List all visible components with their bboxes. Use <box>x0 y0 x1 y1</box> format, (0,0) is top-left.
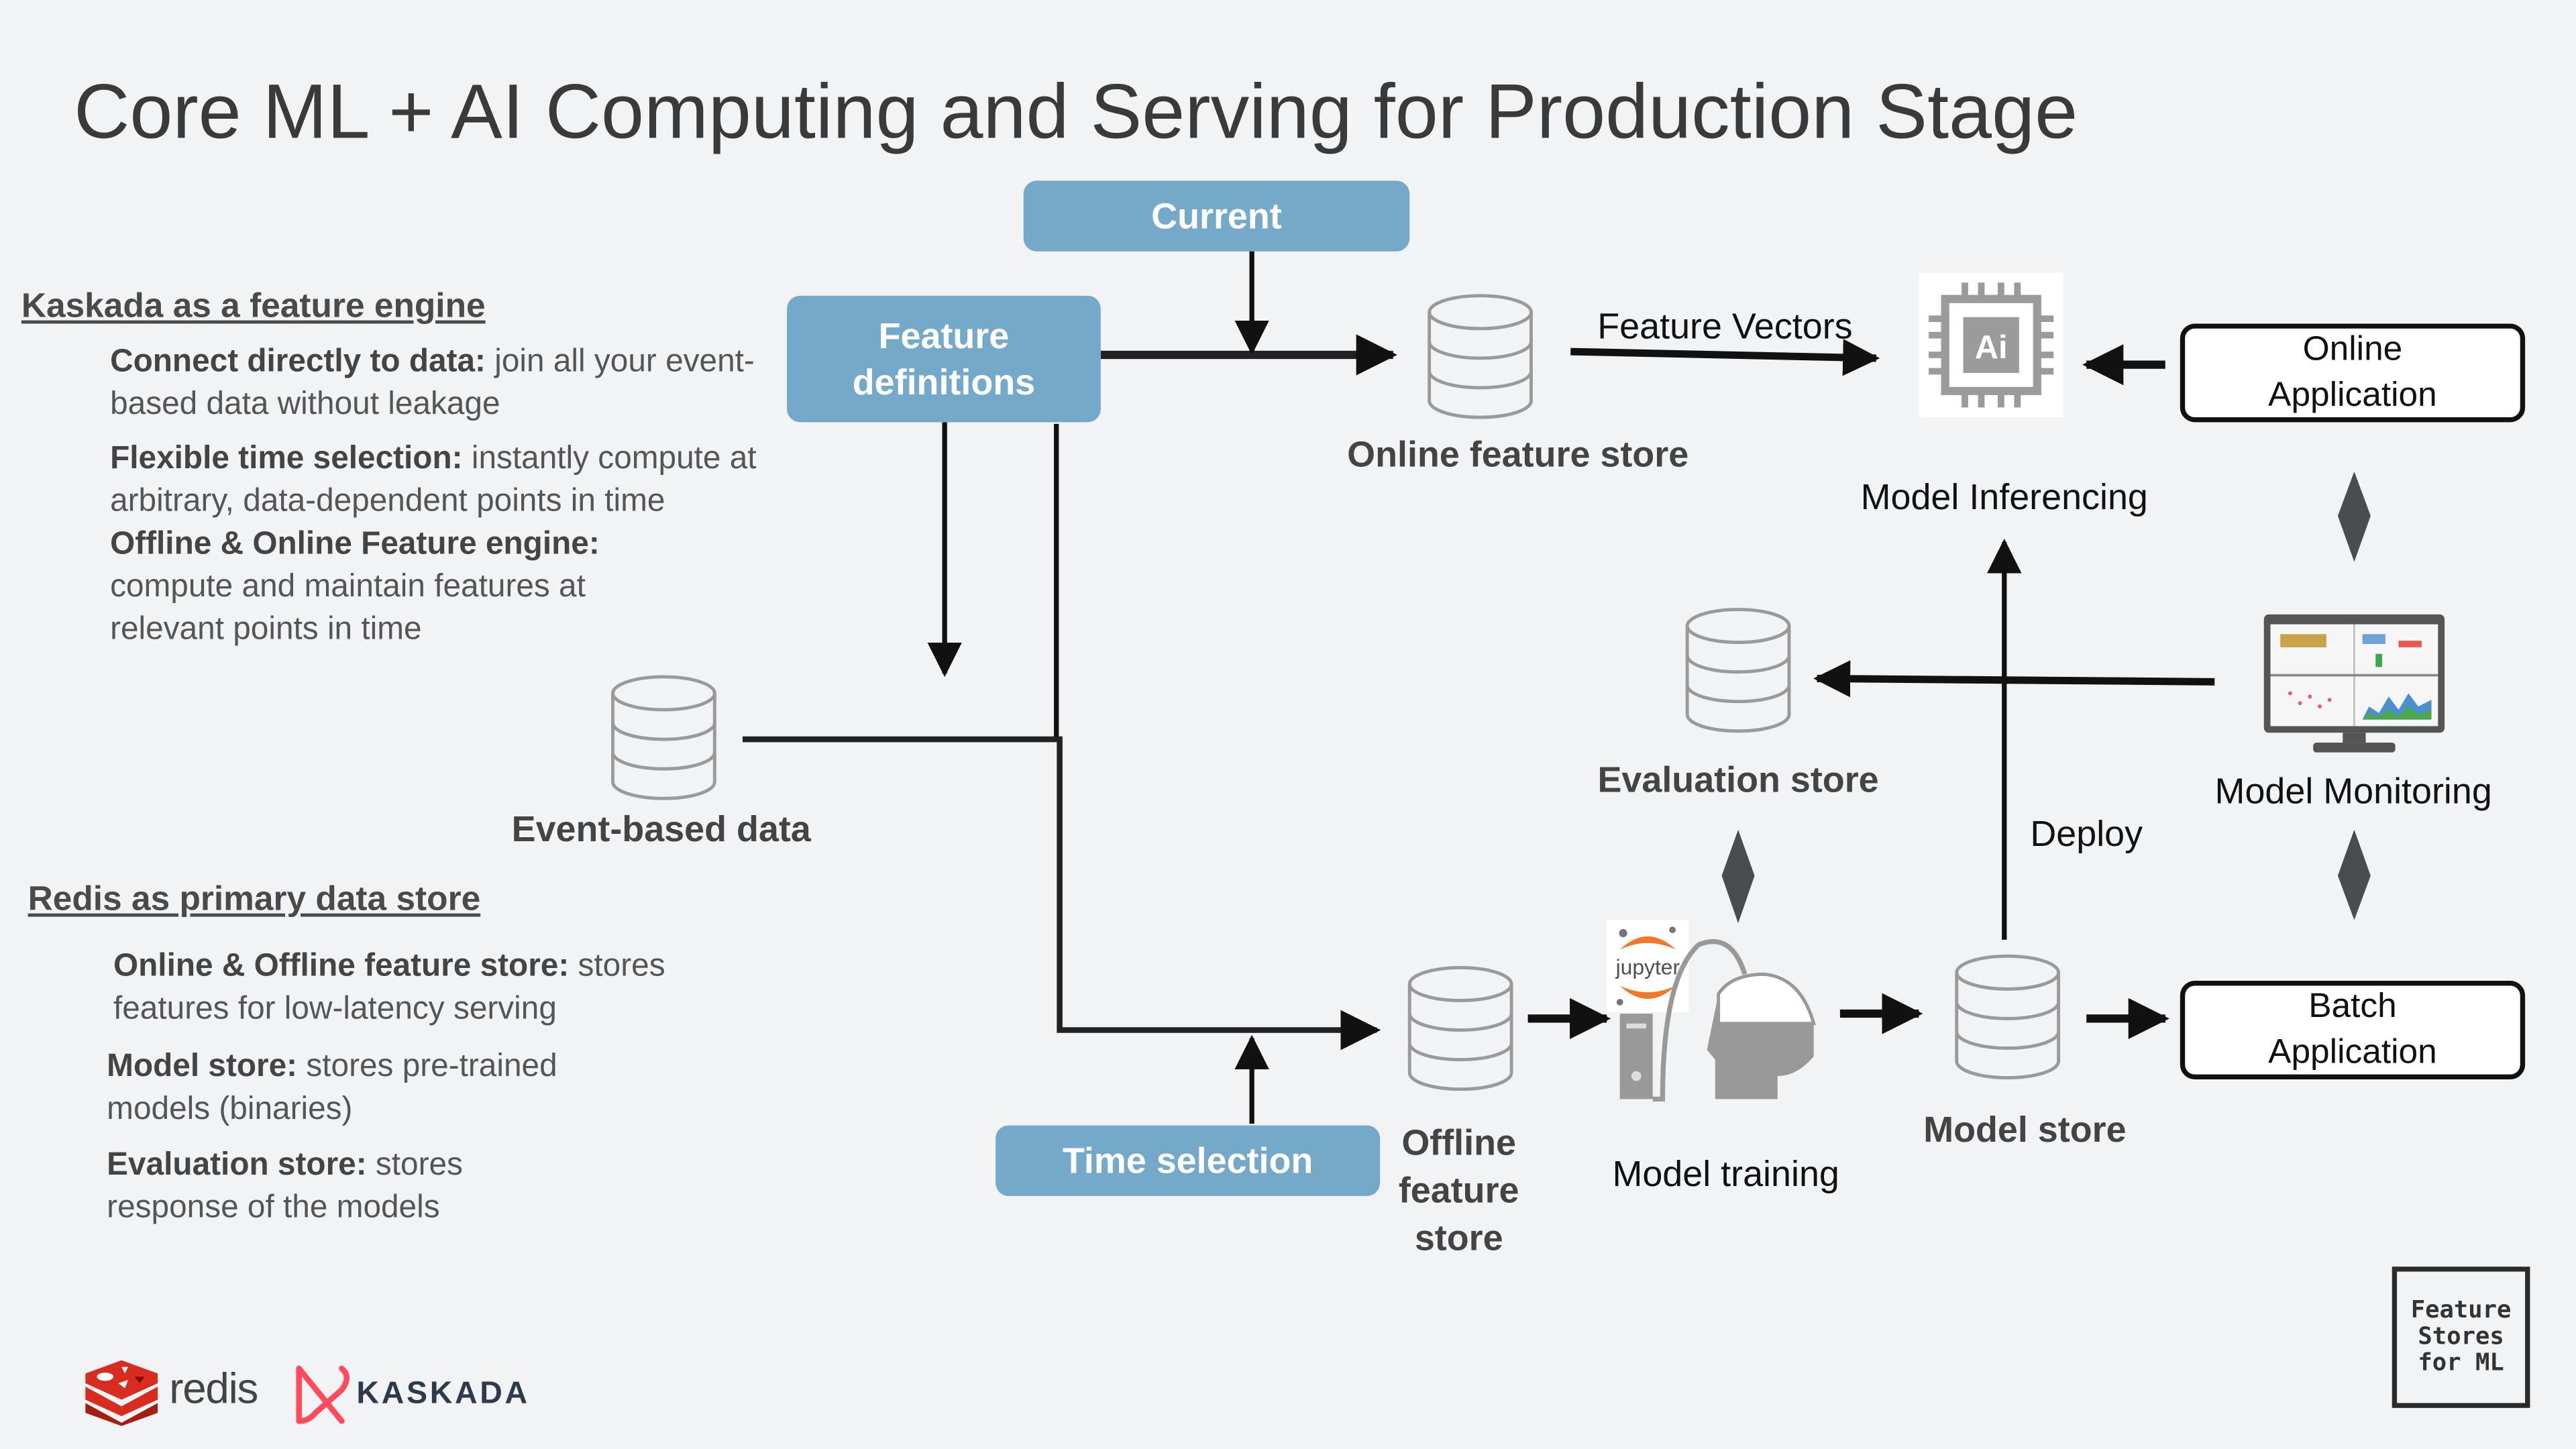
model-monitoring-label: Model Monitoring <box>2214 770 2492 812</box>
bidirectional-arrow-eval-training <box>1721 829 1755 924</box>
event-data-database-icon <box>611 675 716 800</box>
bullet-text: instantly compute at arbitrary, data-dep… <box>110 440 757 519</box>
bullet-title: Offline & Online Feature engine: <box>110 525 600 562</box>
redis-bullet-1: Online & Offline feature store: stores f… <box>113 945 771 1030</box>
connector-event-to-offline <box>742 736 1381 1051</box>
offline-feature-store-database-icon <box>1407 966 1513 1091</box>
bullet-title: Flexible time selection: <box>110 440 463 477</box>
bullet-text: compute and maintain features at relevan… <box>110 568 586 647</box>
feature-definitions-button[interactable]: Feature definitions <box>787 295 1101 423</box>
jupyter-icon: jupyter <box>1615 926 1680 1006</box>
evaluation-store-label: Evaluation store <box>1597 759 1879 800</box>
bullet-text: stores features for low-latency serving <box>113 948 665 1027</box>
event-based-data-label: Event-based data <box>511 808 811 850</box>
kaskada-logo-text: KASKADA <box>356 1377 530 1411</box>
feature-stores-for-ml-badge: Feature Stores for ML <box>2392 1267 2530 1408</box>
redis-heading: Redis as primary data store <box>28 880 481 918</box>
bullet-title: Model store: <box>107 1048 298 1085</box>
bullet-title: Online & Offline feature store: <box>113 948 570 984</box>
online-feature-store-label: Online feature store <box>1347 433 1689 475</box>
kaskada-bullet-1: Connect directly to data: join all your … <box>110 340 816 425</box>
bidirectional-arrow-monitoring-batch <box>2337 829 2371 920</box>
bullet-text: join all your event-based data without l… <box>110 343 755 423</box>
kaskada-bullet-2: Flexible time selection: instantly compu… <box>110 437 816 522</box>
monitor-dashboard-icon <box>2263 614 2445 753</box>
redis-bullet-3: Evaluation store: stores response of the… <box>107 1144 534 1229</box>
redis-bullet-2: Model store: stores pre-trained models (… <box>107 1045 633 1130</box>
model-store-label: Model store <box>1923 1109 2127 1150</box>
batch-application-box[interactable]: Batch Application <box>2180 981 2526 1079</box>
badge-line: for ML <box>2418 1350 2504 1377</box>
redis-logo-text: redis <box>169 1363 258 1413</box>
jupyter-text: jupyter <box>1615 955 1680 979</box>
model-store-database-icon <box>1955 954 2061 1079</box>
ai-chip-text: Ai <box>1975 329 2008 366</box>
bullet-title: Connect directly to data: <box>110 343 486 380</box>
kaskada-bullet-3: Offline & Online Feature engine: compute… <box>110 523 669 651</box>
evaluation-store-database-icon <box>1685 608 1791 733</box>
online-application-box[interactable]: Online Application <box>2180 323 2526 423</box>
model-training-label: Model training <box>1612 1153 1839 1195</box>
bullet-title: Evaluation store: <box>107 1146 367 1183</box>
badge-line: Stores <box>2418 1324 2504 1351</box>
slide-title: Core ML + AI Computing and Serving for P… <box>74 67 2078 155</box>
deploy-label: Deploy <box>2030 813 2143 855</box>
badge-line: Feature <box>2410 1297 2512 1324</box>
data-scientist-computer-icon <box>1619 939 1816 1102</box>
kaskada-heading: Kaskada as a feature engine <box>21 287 486 325</box>
online-feature-store-database-icon <box>1428 294 1533 419</box>
current-button[interactable]: Current <box>1023 180 1410 252</box>
arrow-monitoring-to-eval <box>1813 660 2215 698</box>
bidirectional-arrow-online-app-monitoring <box>2337 471 2371 562</box>
jupyter-logo: jupyter <box>1607 920 1689 1012</box>
model-inferencing-label: Model Inferencing <box>1860 476 2148 518</box>
kaskada-logo-icon <box>296 1365 350 1424</box>
time-selection-button[interactable]: Time selection <box>996 1125 1381 1196</box>
redis-logo-icon <box>85 1360 158 1426</box>
ai-chip-icon: Ai <box>1919 272 2063 418</box>
offline-feature-store-label: Offline feature store <box>1398 1122 1519 1258</box>
arrow-feature-vectors <box>1570 339 1880 376</box>
bullet-text: stores response of the models <box>107 1146 463 1226</box>
feature-vectors-label: Feature Vectors <box>1597 305 1853 347</box>
bullet-text: stores pre-trained models (binaries) <box>107 1048 557 1128</box>
